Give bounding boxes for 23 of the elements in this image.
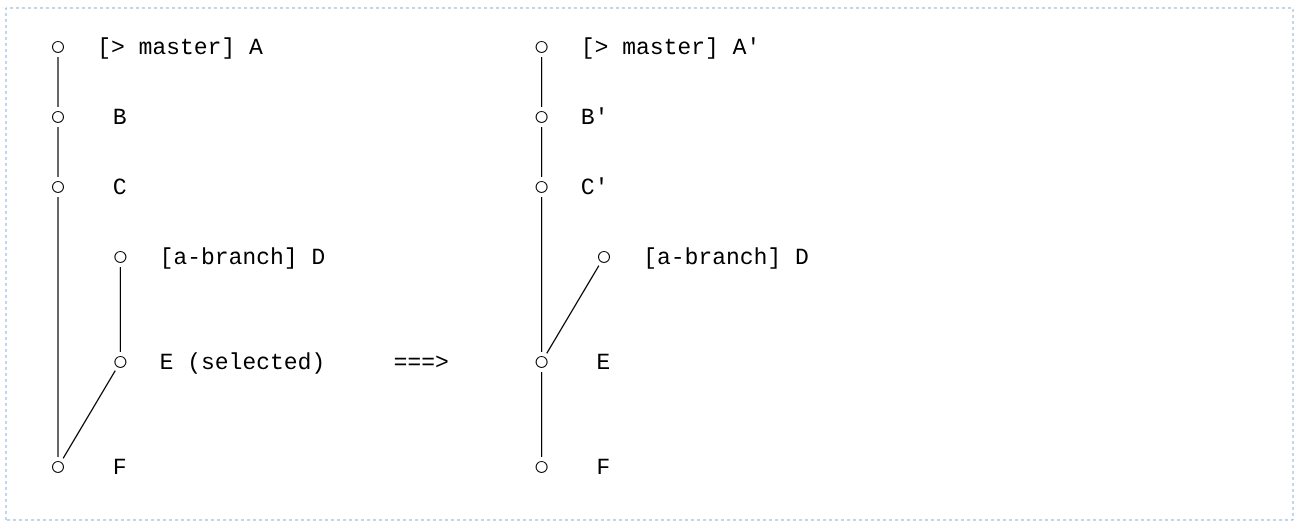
branch-line <box>57 196 59 458</box>
branch-line <box>57 126 59 178</box>
branch-line <box>541 196 543 353</box>
commit-label: E (selected) <box>161 352 322 374</box>
branch-line <box>541 371 543 458</box>
branch-line <box>119 266 121 353</box>
commit-label: [> master] A <box>101 37 263 59</box>
commit-label: [> master] A' <box>585 37 755 59</box>
branch-line <box>541 126 543 178</box>
commit-label: F <box>115 458 125 474</box>
commit-label: B' <box>582 107 603 124</box>
commit-label: C' <box>582 177 603 195</box>
ascii-arrow: ===> <box>394 355 448 368</box>
branch-line <box>541 56 543 108</box>
commit-label: [a-branch] D <box>164 247 325 269</box>
commit-label: C <box>114 178 126 195</box>
branch-line <box>546 265 600 354</box>
commit-label: B <box>114 108 126 124</box>
branch-line <box>62 370 116 459</box>
branch-line <box>57 56 59 108</box>
commit-label: F <box>598 458 609 474</box>
commit-label: [a-branch] D <box>647 247 808 269</box>
commit-label: E <box>598 353 609 369</box>
